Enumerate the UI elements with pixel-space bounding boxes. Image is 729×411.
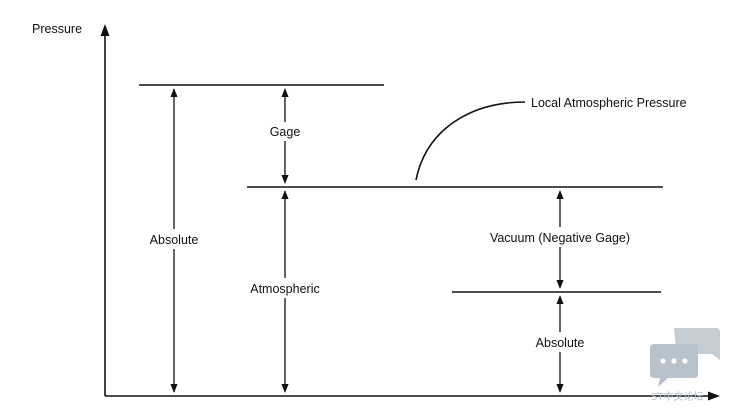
watermark-text: ST中文论坛 (651, 390, 703, 403)
leader-curve (415, 101, 526, 181)
absolute-right-label: Absolute (536, 336, 585, 350)
local-atmospheric-pressure-label: Local Atmospheric Pressure (531, 96, 687, 110)
gage-label-bg (263, 122, 307, 141)
chat-bubble-icon (650, 328, 720, 387)
vacuum-label-bg (484, 227, 636, 247)
absolute-right-label-bg (528, 332, 592, 352)
gage-label: Gage (270, 125, 301, 139)
absolute-left-label: Absolute (150, 233, 199, 247)
y-axis-label: Pressure (32, 22, 82, 36)
vacuum-label: Vacuum (Negative Gage) (490, 231, 630, 245)
atmospheric-label-bg (242, 278, 328, 298)
watermark: ST中文论坛 (650, 328, 720, 403)
absolute-left-label-bg (141, 229, 207, 249)
x-axis-arrowhead (708, 391, 720, 401)
y-axis-arrowhead (100, 24, 110, 36)
atmospheric-label: Atmospheric (250, 282, 319, 296)
